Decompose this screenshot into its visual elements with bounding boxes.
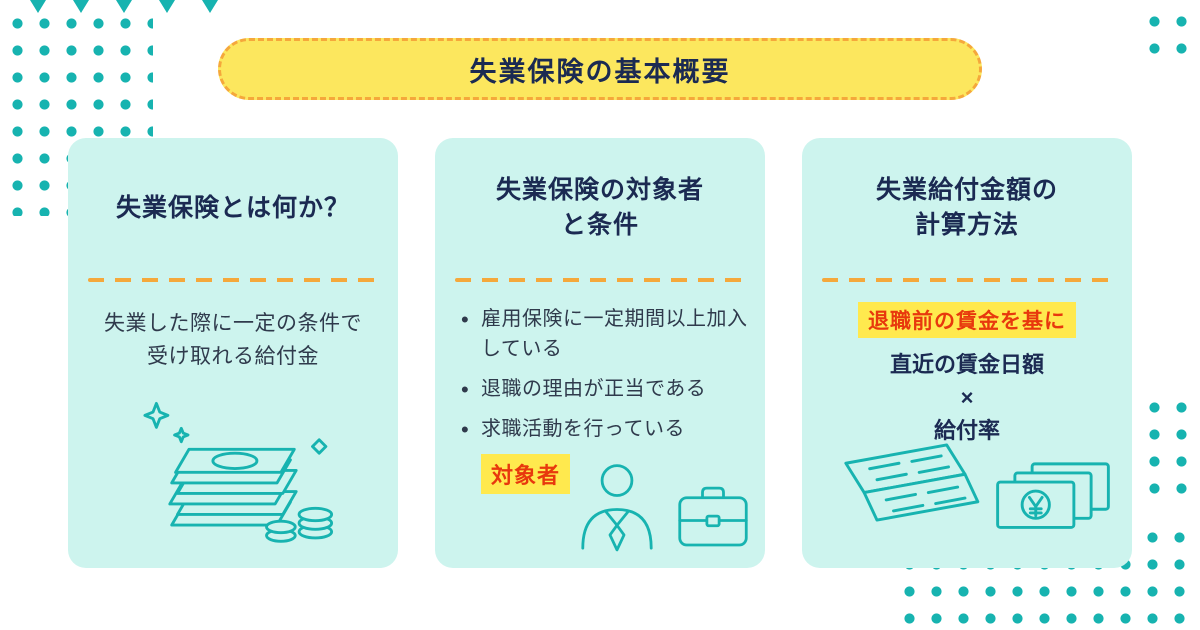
calculation-icons: [802, 432, 1132, 544]
cards-row: 失業保険とは何か？ 失業した際に一定の条件で 受け取れる給付金: [68, 138, 1132, 568]
condition-item: 雇用保険に一定期間以上加入している: [461, 303, 751, 364]
wallet-icon: [822, 432, 987, 544]
triangle-icon: [30, 0, 46, 13]
dot-grid-right-middle: [1141, 394, 1198, 508]
dashed-divider: [455, 278, 745, 282]
card-heading-line: 失業保険の対象者: [495, 176, 704, 204]
triangle-row: [30, 0, 218, 13]
card-definition: 失業保険とは何か？ 失業した際に一定の条件で 受け取れる給付金: [68, 138, 398, 568]
yen-banknotes-icon: [994, 460, 1112, 544]
card-heading-text: 失業保険の対象者 と条件: [496, 173, 704, 243]
card-body-text: 失業した際に一定の条件で 受け取れる給付金: [80, 308, 386, 373]
card-calculation: 失業給付金額の 計算方法 退職前の賃金を基に 直近の賃金日額 × 給付率: [802, 138, 1132, 568]
money-stack-icon: [116, 390, 351, 548]
formula-line: 直近の賃金日額: [889, 352, 1044, 377]
dashed-divider: [88, 278, 378, 282]
condition-item: 退職の理由が正当である: [461, 373, 751, 406]
title-banner: 失業保険の基本概要: [218, 38, 982, 100]
triangle-icon: [116, 0, 132, 13]
dashed-divider: [822, 278, 1112, 282]
triangle-icon: [159, 0, 175, 13]
card-heading-line: 失業給付金額の: [875, 176, 1058, 204]
page-title: 失業保険の基本概要: [469, 56, 731, 87]
card-heading-text: 失業保険とは何か？: [116, 191, 350, 226]
eligibility-icons: [567, 456, 755, 556]
formula-line: 給付率: [933, 418, 1000, 443]
card-heading: 失業保険の対象者 と条件: [435, 138, 765, 278]
card-heading-text: 失業給付金額の 計算方法: [876, 173, 1058, 243]
benefit-formula: 直近の賃金日額 × 給付率: [802, 348, 1132, 447]
body-line: 受け取れる給付金: [147, 344, 319, 368]
card-heading-line: と条件: [560, 211, 639, 239]
multiply-sign: ×: [960, 385, 974, 410]
card-heading: 失業保険とは何か？: [68, 138, 398, 278]
target-person-badge: 対象者: [481, 454, 571, 494]
condition-item: 求職活動を行っている: [461, 413, 751, 446]
dot-grid-top-right: [1141, 8, 1198, 68]
calculation-block: 退職前の賃金を基に 直近の賃金日額 × 給付率: [802, 282, 1132, 447]
card-heading-line: 計算方法: [914, 211, 1019, 239]
card-heading-line: 失業保険とは何か？: [115, 193, 350, 222]
basis-highlight: 退職前の賃金を基に: [858, 302, 1076, 338]
card-eligibility: 失業保険の対象者 と条件 雇用保険に一定期間以上加入している 退職の理由が正当で…: [435, 138, 765, 568]
triangle-icon: [73, 0, 89, 13]
card-heading: 失業給付金額の 計算方法: [802, 138, 1132, 278]
condition-list: 雇用保険に一定期間以上加入している 退職の理由が正当である 求職活動を行っている: [461, 303, 751, 446]
worker-icon: [567, 456, 667, 556]
triangle-icon: [202, 0, 218, 13]
body-line: 失業した際に一定の条件で: [104, 312, 362, 335]
briefcase-icon: [671, 478, 755, 556]
